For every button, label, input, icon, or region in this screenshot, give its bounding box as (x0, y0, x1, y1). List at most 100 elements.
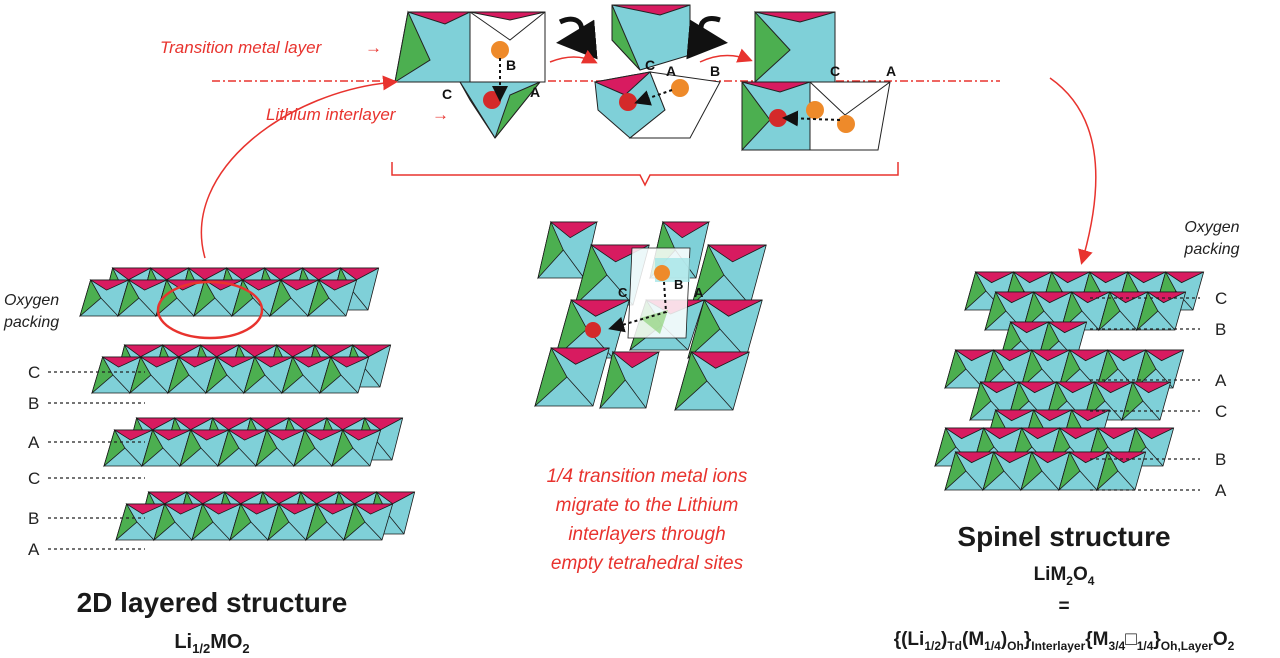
metal-ion-stage3-a (806, 101, 824, 119)
caption-line-4: empty tetrahedral sites (551, 553, 744, 574)
migration-caption: 1/4 transition metal ions migrate to the… (547, 466, 748, 574)
site-label-a-stage3: A (886, 63, 896, 79)
arrow-glyph-1: → (365, 38, 382, 57)
stage3-polyhedra (741, 10, 891, 152)
spinel-structure-title: Spinel structure (957, 521, 1170, 552)
intermediate-octahedron (687, 298, 763, 360)
arrow-mechanism-to-right (1049, 77, 1097, 265)
slab-2-octahedron (141, 428, 192, 468)
slab-1-octahedron (167, 355, 218, 395)
layered-structure-title: 2D layered structure (77, 587, 348, 618)
lithium-ion-stage1 (483, 91, 501, 109)
intermediate-octahedron (599, 350, 661, 410)
intermediate-octahedron (674, 350, 750, 412)
site-label-c-stage3: C (830, 63, 840, 79)
slab-3-octahedron (305, 502, 356, 542)
site-label-b-stage1: B (506, 57, 516, 73)
oxygen-packing-label-left-line2: packing (3, 314, 59, 331)
slab-3-octahedron (343, 502, 394, 542)
site-label-b-stage2: B (710, 63, 720, 79)
mechanism-panel: Transition metal layer → Lithium interla… (160, 4, 1000, 187)
spinel-octahedron (944, 450, 995, 492)
rotate-arrow-2 (686, 16, 728, 60)
spinel-octahedron (1096, 450, 1147, 492)
spinel-octahedron (982, 348, 1033, 390)
right-stacking-label: C (1215, 402, 1227, 421)
spinel-octahedron (984, 290, 1035, 332)
migration-path-middle (608, 281, 668, 333)
arrow-left-to-mechanism (200, 75, 398, 259)
left-stacking-label: C (28, 469, 40, 488)
metal-ion-stage2 (671, 79, 689, 97)
slab-0-octahedron (307, 278, 358, 318)
transition-metal-layer-label: Transition metal layer (160, 38, 323, 57)
site-label-b-middle: B (674, 277, 683, 292)
caption-line-1: 1/4 transition metal ions (547, 466, 748, 487)
spinel-polyhedra (934, 270, 1205, 492)
metal-ion-stage3-b (837, 115, 855, 133)
site-label-c-stage1: C (442, 86, 452, 102)
site-label-a-middle: A (694, 285, 704, 300)
caption-line-2: migrate to the Lithium (556, 495, 739, 516)
left-stacking-label: B (28, 509, 39, 528)
slab-3-octahedron (229, 502, 280, 542)
right-stacking-label: C (1215, 289, 1227, 308)
site-label-a-stage1: A (530, 84, 540, 100)
intermediate-octahedron (534, 346, 610, 408)
right-stacking-label: B (1215, 450, 1226, 469)
migration-path-stage2 (634, 89, 673, 106)
slab-0-octahedron (117, 278, 168, 318)
right-stacking-label: B (1215, 320, 1226, 339)
left-stacking-label: B (28, 394, 39, 413)
intermediate-octahedron (554, 298, 630, 360)
left-stacking-label: C (28, 363, 40, 382)
metal-ion-stage1 (491, 41, 509, 59)
right-stacking-label: A (1215, 481, 1227, 500)
oxygen-packing-label-right-line2: packing (1183, 241, 1239, 258)
oxygen-packing-label-left-line1: Oxygen (4, 292, 59, 309)
site-label-c-middle: C (618, 285, 628, 300)
slab-0-octahedron (193, 278, 244, 318)
spinel-octahedron (1058, 450, 1109, 492)
right-stacking-label: A (1215, 371, 1227, 390)
slab-1-octahedron (129, 355, 180, 395)
slab-0-octahedron (79, 278, 130, 318)
mechanism-bracket (391, 162, 899, 187)
site-label-c-stage2: C (645, 57, 655, 73)
spinel-full-formula: {(Li1/2)Td(M1/4)Oh}Interlayer{M3/4□1/4}O… (894, 629, 1235, 653)
spinel-octahedron (1136, 290, 1187, 332)
spinel-octahedron (1020, 348, 1071, 390)
spinel-octahedron (944, 348, 995, 390)
lithium-ion-middle (585, 322, 601, 338)
stage1-polyhedra (394, 10, 546, 139)
slab-3-octahedron (267, 502, 318, 542)
slab-1-octahedron (319, 355, 370, 395)
stage-arrow-1 (549, 49, 598, 64)
slab-0-octahedron (269, 278, 320, 318)
slab-2-octahedron (293, 428, 344, 468)
stage-arrow-2 (699, 48, 753, 63)
rotate-arrow-1 (556, 16, 598, 60)
intermediate-octahedron (691, 243, 767, 307)
arrow-glyph-2: → (432, 105, 449, 124)
open-site-shade (640, 310, 668, 334)
spinel-octahedron (1022, 290, 1073, 332)
lithium-interlayer-label: Lithium interlayer (266, 105, 397, 124)
lithium-ion-stage3 (769, 109, 787, 127)
site-label-a-stage2: A (666, 63, 676, 79)
intermediate-structure-panel: C B A 1/4 transition metal ions migrate … (534, 220, 767, 574)
spinel-octahedron (1134, 348, 1185, 390)
caption-line-3: interlayers through (568, 524, 725, 545)
left-stacking-label: A (28, 433, 40, 452)
slab-2-octahedron (331, 428, 382, 468)
intermediate-polyhedra (534, 220, 767, 412)
spinel-formula: LiM2O4 (1034, 564, 1095, 588)
spinel-octahedron (1060, 290, 1111, 332)
spinel-octahedron (1020, 450, 1071, 492)
